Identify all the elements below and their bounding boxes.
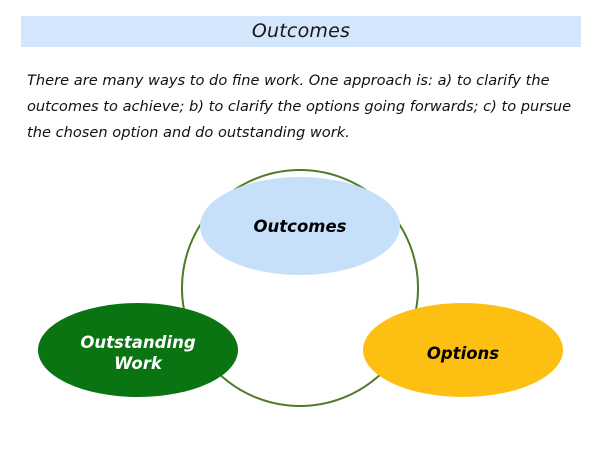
cycle-connector-ring bbox=[181, 169, 419, 407]
cycle-diagram-svg bbox=[38, 169, 563, 407]
intro-paragraph: There are many ways to do fine work. One… bbox=[27, 72, 576, 141]
page-title: Outcomes bbox=[251, 20, 351, 42]
node-ellipse-outcomes[interactable] bbox=[200, 177, 400, 275]
slide-title-bar: Outcomes bbox=[21, 16, 581, 47]
node-ellipse-options[interactable] bbox=[363, 303, 563, 397]
cycle-diagram: Outcomes Options Outstanding Work bbox=[0, 150, 600, 450]
node-ellipse-outstanding-work[interactable] bbox=[38, 303, 238, 397]
